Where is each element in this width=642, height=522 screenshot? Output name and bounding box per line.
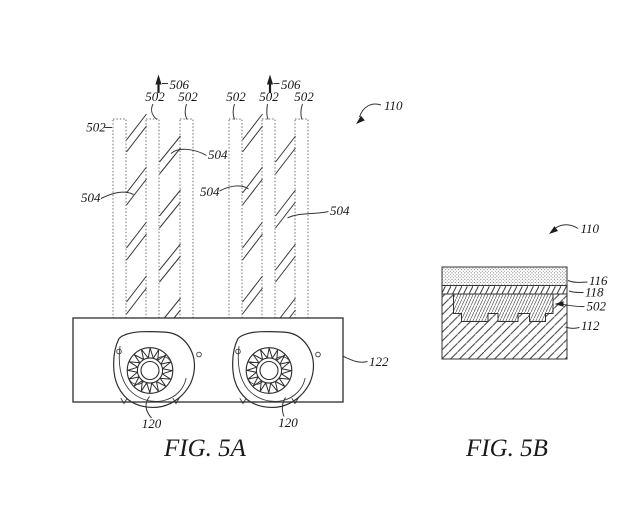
fin-brace-line: [159, 255, 181, 283]
leader-502-5b: [563, 304, 585, 308]
ref-502-top2: 502: [178, 89, 198, 104]
ref-502-top4: 502: [259, 89, 279, 104]
fin-brace-line: [275, 243, 296, 271]
ref-502-5b: 502: [587, 299, 607, 314]
fin-502: [145, 118, 160, 319]
leader-504-a: [170, 148, 207, 156]
fin-brace-line: [126, 221, 147, 249]
fin-brace-line: [159, 135, 181, 163]
ref-122: 122: [369, 354, 389, 369]
fin-brace-line: [126, 113, 147, 141]
fin-brace-line: [275, 147, 296, 175]
ref-502-top1: 502: [145, 89, 165, 104]
fin-brace-line: [242, 233, 263, 261]
fin-502: [294, 118, 309, 319]
ref-506-right: 506: [281, 77, 301, 92]
fin-brace-line: [275, 135, 296, 163]
ref-118: 118: [585, 285, 604, 300]
leader-502-top2: [184, 103, 188, 120]
leader-504-d: [287, 211, 329, 219]
ref-120-right: 120: [278, 415, 298, 430]
leader-120-left: [145, 396, 152, 419]
ref-504-d: 504: [330, 203, 350, 218]
ref-502-left: 502: [86, 120, 106, 135]
fin-brace-line: [242, 125, 263, 153]
ref-502-top5: 502: [294, 89, 314, 104]
fin-brace-line: [275, 189, 296, 217]
fin-brace-line: [242, 221, 263, 249]
fin-brace-line: [275, 201, 296, 229]
leader-112: [565, 326, 580, 329]
fin-502: [261, 118, 276, 319]
flow-arrowhead-right: [266, 74, 274, 85]
fin-brace-line: [126, 287, 147, 315]
fin-502: [112, 118, 127, 319]
leader-lines-5a: [100, 103, 382, 419]
layer-116-top: [441, 266, 568, 286]
leader-116: [567, 280, 588, 283]
ref-504-c: 504: [200, 184, 220, 199]
fin-braces: [126, 113, 296, 337]
leader-502-top5: [300, 103, 303, 120]
leader-504-c: [219, 185, 249, 192]
fin-brace-line: [242, 275, 263, 303]
fig-5b-group: 116 118 502 112 110 FIG. 5B: [441, 221, 609, 462]
fin-brace-line: [126, 275, 147, 303]
ref-506-left: 506: [170, 77, 190, 92]
leader-120-right: [281, 397, 286, 417]
fan-box-outline: [72, 317, 344, 403]
flow-arrows: [155, 74, 280, 93]
layer-502-comb: [453, 293, 554, 322]
fin-brace-line: [275, 255, 296, 283]
leader-lines-5b: [549, 224, 588, 329]
leader-502-top3: [232, 103, 235, 120]
fin-brace-line: [159, 243, 181, 271]
fin-brace-line: [126, 178, 147, 206]
arrowhead-502-5b: [554, 301, 564, 307]
flow-arrowhead-left: [155, 74, 162, 85]
caption-fig-5a: FIG. 5A: [163, 435, 247, 462]
fin-502: [228, 118, 243, 319]
labels-5a: 502 502 502 502 502 502 506 506 504 504 …: [81, 77, 403, 431]
ref-112: 112: [581, 318, 600, 333]
fin-brace-line: [242, 287, 263, 315]
fig-5a-group: 502 502 502 502 502 502 506 506 504 504 …: [72, 74, 403, 462]
ref-504-a: 504: [208, 147, 228, 162]
ref-502-top3: 502: [226, 89, 246, 104]
fin-brace-line: [242, 113, 263, 141]
ref-116: 116: [589, 273, 608, 288]
leader-502-top4: [266, 103, 269, 120]
fin-brace-line: [126, 166, 147, 194]
ref-110-5b: 110: [581, 221, 600, 236]
ref-110-5a: 110: [384, 98, 403, 113]
leader-502-top1: [151, 103, 158, 120]
leader-110-5a: [359, 103, 382, 118]
leader-504-b: [100, 191, 134, 199]
layer-118-interface: [441, 285, 568, 295]
arrowhead-110-5a: [356, 115, 365, 124]
leader-110-5b: [553, 224, 579, 230]
leader-118: [568, 290, 584, 294]
arrowhead-110-5b: [549, 226, 558, 234]
labels-5b: 116 118 502 112 110: [581, 221, 609, 333]
fin-brace-line: [242, 178, 263, 206]
fin-brace-line: [126, 233, 147, 261]
ref-120-left: 120: [142, 416, 162, 431]
fin-brace-line: [159, 201, 181, 229]
caption-fig-5b: FIG. 5B: [465, 435, 548, 462]
leader-122: [343, 356, 368, 363]
fin-brace-line: [159, 147, 181, 175]
fin-brace-line: [126, 125, 147, 153]
fin-brace-line: [159, 189, 181, 217]
fin-brace-line: [242, 166, 263, 194]
ref-504-b: 504: [81, 190, 101, 205]
